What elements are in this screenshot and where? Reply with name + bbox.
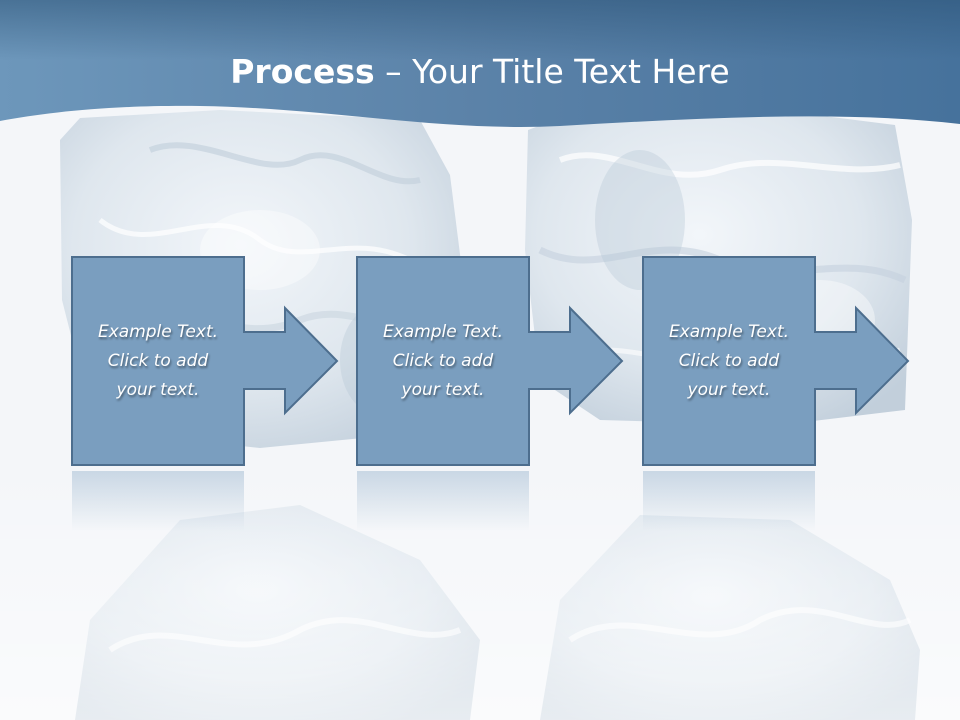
step-text: Example Text. Click to add your text.: [642, 318, 816, 405]
step-text-line: Click to add: [392, 351, 494, 371]
step-text-line: Example Text.: [668, 322, 790, 342]
process-step-1[interactable]: Example Text. Click to add your text.: [71, 256, 371, 536]
step-text: Example Text. Click to add your text.: [71, 318, 245, 405]
step-arrow-shape: [642, 256, 910, 531]
step-text-line: Click to add: [107, 351, 209, 371]
step-text-line: your text.: [116, 380, 200, 400]
title-bold-text: Process: [230, 52, 375, 91]
title-rest-text: – Your Title Text Here: [374, 52, 730, 91]
slide-title[interactable]: Process – Your Title Text Here: [0, 52, 960, 91]
step-text-line: Example Text.: [97, 322, 219, 342]
step-text-line: Click to add: [678, 351, 780, 371]
step-arrow-shape: [356, 256, 624, 531]
step-text: Example Text. Click to add your text.: [356, 318, 530, 405]
process-step-2[interactable]: Example Text. Click to add your text.: [356, 256, 656, 536]
step-arrow-shape: [71, 256, 339, 531]
step-text-line: Example Text.: [382, 322, 504, 342]
process-step-3[interactable]: Example Text. Click to add your text.: [642, 256, 932, 536]
step-text-line: your text.: [687, 380, 771, 400]
step-text-line: your text.: [401, 380, 485, 400]
